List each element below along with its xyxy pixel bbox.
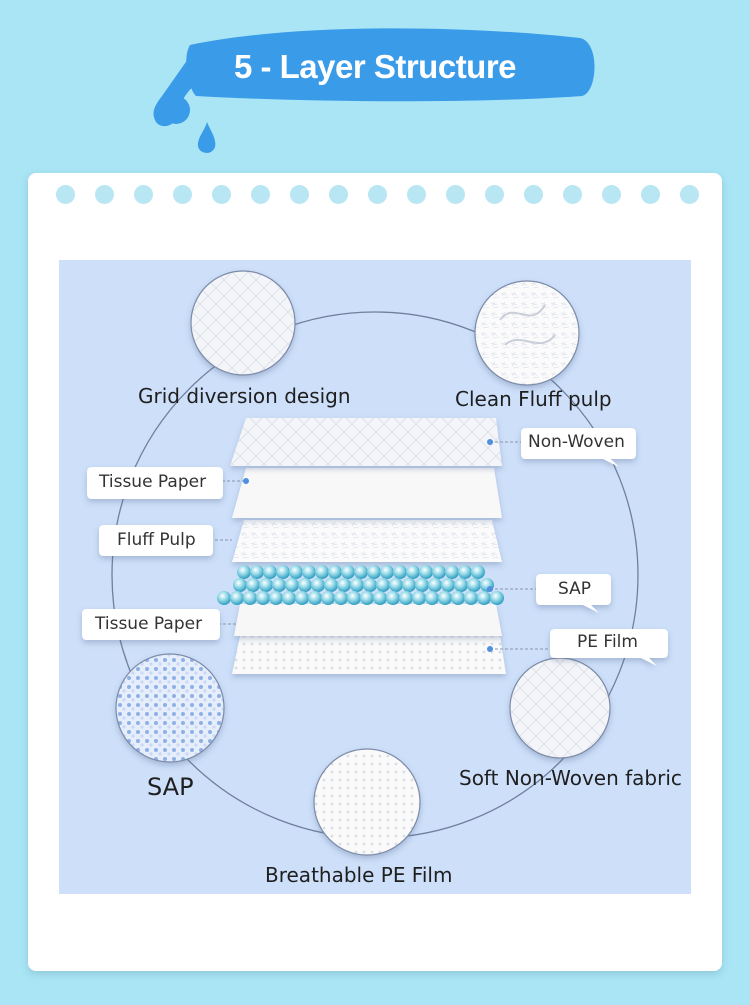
binder-hole <box>173 185 192 204</box>
layer-label-fluff-pulp: Fluff Pulp <box>117 530 196 550</box>
feature-label-breathable: Breathable PE Film <box>265 863 453 887</box>
binder-hole <box>368 185 387 204</box>
binder-hole <box>563 185 582 204</box>
binder-hole <box>329 185 348 204</box>
layer-label-tissue-top: Tissue Paper <box>99 472 207 492</box>
binder-hole <box>251 185 270 204</box>
binder-hole <box>485 185 504 204</box>
binder-hole <box>524 185 543 204</box>
page-title: 5 - Layer Structure <box>233 48 517 85</box>
binder-hole <box>290 185 309 204</box>
layer-label-non-woven: Non-Woven <box>528 432 625 452</box>
layer-label-sap: SAP <box>558 579 591 599</box>
binder-hole <box>641 185 660 204</box>
feature-label-fluff: Clean Fluff pulp <box>455 387 612 411</box>
feature-label-sap: SAP <box>147 773 194 801</box>
feature-label-soft: Soft Non-Woven fabric <box>459 766 682 790</box>
layer-label-pe-film: PE Film <box>577 632 638 652</box>
binder-hole <box>56 185 75 204</box>
title-banner <box>153 28 595 153</box>
binder-hole <box>212 185 231 204</box>
binder-hole <box>602 185 621 204</box>
binder-hole <box>95 185 114 204</box>
binder-hole <box>134 185 153 204</box>
binder-hole <box>680 185 699 204</box>
feature-label-grid: Grid diversion design <box>138 384 351 408</box>
binder-hole <box>446 185 465 204</box>
layer-label-tissue-bottom: Tissue Paper <box>95 614 203 634</box>
binder-hole <box>407 185 426 204</box>
